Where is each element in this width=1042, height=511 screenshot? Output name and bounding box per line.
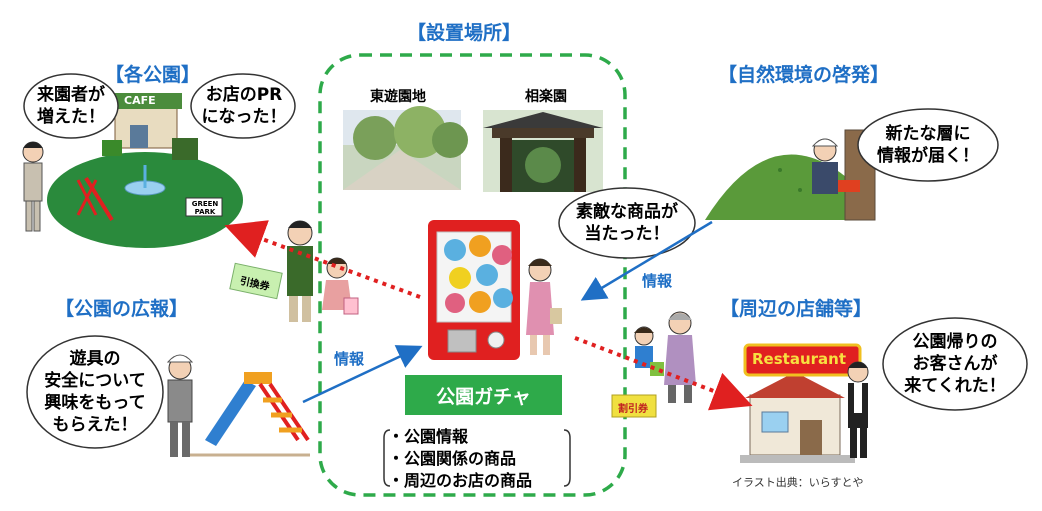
heading-nature: 【自然環境の啓発】	[718, 64, 890, 86]
info-label-right: 情報	[642, 272, 673, 290]
exchange-ticket	[229, 262, 283, 300]
bubble-prize-shape	[558, 187, 696, 259]
bubble-new-layer: 新たな層に 情報が届く！	[868, 123, 988, 167]
grandmother-child-figures	[634, 311, 696, 403]
gacha-contents-list: ・公園情報 ・公園関係の商品 ・周辺のお店の商品	[388, 426, 568, 492]
woman-with-prize-figure	[526, 258, 562, 355]
bubble-playground-line3: 興味をもって	[44, 393, 146, 413]
arrow-gacha-to-shops	[574, 336, 753, 411]
bubble-customers: 公園帰りの お客さんが 来てくれた！	[895, 331, 1015, 397]
playground-inspection-illustration	[166, 354, 310, 457]
bubble-playground-line4: もらえた！	[52, 415, 138, 435]
bubble-visitors: 来園者が 増えた！	[31, 84, 111, 128]
gacha-item-shop-goods: ・周辺のお店の商品	[388, 471, 533, 490]
location-label-sorakuen: 相楽園	[525, 89, 567, 105]
bubble-prize-line2: 当たった！	[584, 224, 670, 244]
arrow-nature-to-gacha	[580, 220, 713, 301]
gacha-item-park-info: ・公園情報	[388, 427, 469, 446]
restaurant-sign: Restaurant	[752, 350, 846, 368]
discount-ticket	[611, 394, 657, 418]
list-bracket-right	[563, 429, 571, 487]
park-illustration	[47, 93, 243, 248]
bubble-shop-pr-line2: になった！	[201, 107, 287, 127]
bubble-playground-line1: 遊具の	[69, 349, 121, 369]
bubble-playground: 遊具の 安全について 興味をもって もらえた！	[37, 348, 153, 436]
bubble-new-layer-shape	[857, 108, 999, 182]
arrow-pr-to-gacha	[302, 345, 423, 404]
heading-installation-site: 【設置場所】	[407, 22, 522, 44]
restaurant-illustration	[740, 343, 869, 463]
bubble-visitors-shape	[23, 73, 119, 139]
illustration-credit: イラスト出典：いらすとや	[732, 476, 864, 489]
bubble-shop-pr: お店のPR になった！	[199, 84, 289, 128]
bubble-shop-pr-shape	[190, 73, 296, 139]
bubble-customers-shape	[882, 317, 1028, 411]
bubble-customers-line1: 公園帰りの	[912, 332, 998, 352]
discount-ticket-label: 割引券	[618, 404, 648, 415]
bubble-shop-pr-line1: お店のPR	[205, 85, 283, 105]
info-label-left: 情報	[334, 350, 365, 368]
bubble-new-layer-line2: 情報が届く！	[877, 146, 979, 166]
bubble-playground-line2: 安全について	[44, 371, 146, 391]
father-child-figures	[287, 220, 359, 322]
heading-parks: 【各公園】	[105, 64, 201, 86]
park-visitor-figure	[22, 141, 44, 232]
gacha-machine	[428, 220, 520, 360]
bubble-visitors-line1: 来園者が	[37, 85, 105, 105]
bubble-playground-shape	[26, 335, 164, 449]
bubble-visitors-line2: 増えた！	[37, 107, 105, 127]
green-park-sign: GREEN PARK	[191, 200, 219, 216]
photo-higashi-yuenchi	[343, 106, 468, 190]
heading-park-pr: 【公園の広報】	[55, 298, 189, 320]
heading-shops: 【周辺の店舗等】	[720, 298, 873, 320]
location-label-higashi-yuenchi: 東遊園地	[370, 89, 426, 105]
bubble-new-layer-line1: 新たな層に	[885, 124, 971, 144]
photo-sorakuen-gate	[483, 110, 603, 192]
bubble-customers-line2: お客さんが	[912, 354, 998, 374]
list-bracket-left	[383, 429, 391, 487]
cafe-sign: CAFE	[124, 94, 156, 107]
gacha-item-park-goods: ・公園関係の商品	[388, 449, 517, 468]
gacha-title: 公園ガチャ	[405, 375, 562, 415]
bubble-prize: 素敵な商品が 当たった！	[566, 201, 688, 245]
nature-hill-illustration	[705, 129, 876, 221]
bubble-prize-line1: 素敵な商品が	[576, 202, 678, 222]
arrow-gacha-to-parks	[224, 220, 421, 299]
bubble-customers-line3: 来てくれた！	[904, 376, 1006, 396]
